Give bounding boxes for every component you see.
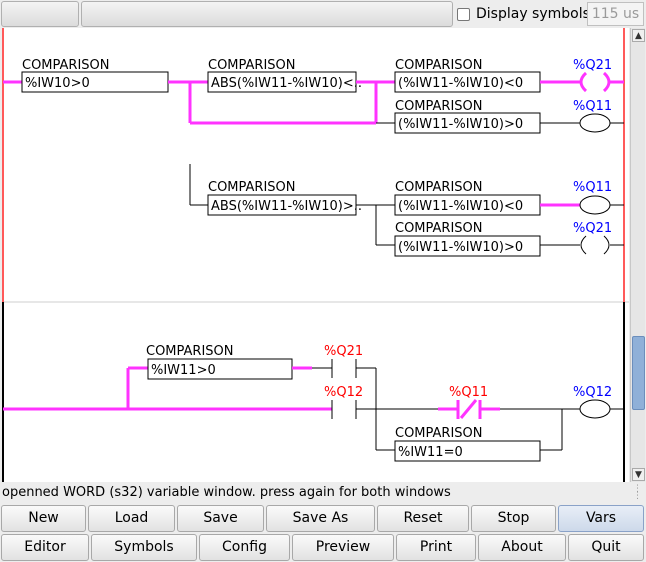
- scroll-up-arrow-icon[interactable]: ▲: [632, 29, 645, 42]
- contact-label: %Q21: [324, 344, 363, 359]
- new-button[interactable]: New: [1, 505, 86, 532]
- cmp-header: COMPARISON: [22, 58, 110, 73]
- scroll-down-arrow-icon[interactable]: ▼: [632, 468, 645, 481]
- cmp-header: COMPARISON: [395, 58, 483, 73]
- cmp-header: COMPARISON: [395, 99, 483, 114]
- editor-button[interactable]: Editor: [1, 534, 89, 561]
- quit-button[interactable]: Quit: [568, 534, 644, 561]
- display-symbols-checkbox[interactable]: [457, 7, 470, 21]
- cmp-expr: %IW11>0: [151, 363, 216, 378]
- coil-q11[interactable]: [579, 195, 611, 215]
- cmp-expr: (%IW11-%IW10)<0: [398, 76, 523, 91]
- preview-button[interactable]: Preview: [292, 534, 394, 561]
- vars-button[interactable]: Vars: [558, 505, 644, 532]
- vertical-scrollbar[interactable]: ▲ ▼: [630, 28, 645, 482]
- contact-label: %Q11: [449, 385, 488, 400]
- save-button[interactable]: Save: [177, 505, 264, 532]
- stop-button[interactable]: Stop: [471, 505, 556, 532]
- rung-1: COMPARISON %IW10>0 COMPARISON ABS(%IW11-…: [3, 58, 624, 134]
- cmp-expr: ABS(%IW11-%IW10)>..: [211, 199, 362, 214]
- coil-label: %Q11: [573, 180, 612, 195]
- display-symbols-label: Display symbols: [476, 6, 590, 22]
- cmp-header: COMPARISON: [146, 344, 234, 359]
- comparison-block-9[interactable]: [394, 440, 541, 462]
- save-as-button[interactable]: Save As: [266, 505, 375, 532]
- section-tab-2[interactable]: [81, 1, 453, 27]
- symbols-button[interactable]: Symbols: [91, 534, 197, 561]
- reset-button[interactable]: Reset: [377, 505, 469, 532]
- cmp-header: COMPARISON: [395, 180, 483, 195]
- load-button[interactable]: Load: [88, 505, 175, 532]
- config-button[interactable]: Config: [199, 534, 290, 561]
- cmp-expr: %IW11=0: [398, 445, 463, 460]
- cmp-header: COMPARISON: [208, 180, 296, 195]
- coil-label: %Q21: [573, 221, 612, 236]
- display-symbols-toggle[interactable]: Display symbols: [457, 5, 590, 23]
- rung-2: COMPARISON ABS(%IW11-%IW10)>.. COMPARISO…: [189, 164, 624, 257]
- comparison-block-7[interactable]: [394, 235, 541, 257]
- cmp-expr: (%IW11-%IW10)<0: [398, 199, 523, 214]
- cycle-time-display: 115 us: [587, 2, 644, 26]
- rung-3: COMPARISON %IW11>0 %Q21 %Q12 %Q11 COMPAR…: [3, 344, 624, 462]
- cmp-header: COMPARISON: [395, 221, 483, 236]
- cmp-expr: ABS(%IW11-%IW10)<..: [211, 76, 362, 91]
- section-tab-1[interactable]: [1, 1, 79, 27]
- coil-q21[interactable]: [580, 235, 610, 255]
- coil-label: %Q21: [573, 58, 612, 73]
- cmp-header: COMPARISON: [208, 58, 296, 73]
- coil-label: %Q12: [573, 385, 612, 400]
- cmp-header: COMPARISON: [395, 426, 483, 441]
- coil-q21[interactable]: [579, 71, 611, 93]
- coil-q12[interactable]: [579, 399, 611, 419]
- cmp-expr: (%IW11-%IW10)>0: [398, 240, 523, 255]
- cmp-expr: (%IW11-%IW10)>0: [398, 117, 523, 132]
- contact-label: %Q12: [324, 385, 363, 400]
- print-button[interactable]: Print: [396, 534, 476, 561]
- coil-label: %Q11: [573, 99, 612, 114]
- coil-q11[interactable]: [579, 113, 611, 133]
- resize-grip-icon[interactable]: ⋮⋮: [633, 484, 642, 501]
- cmp-expr: %IW10>0: [25, 76, 90, 91]
- status-message: openned WORD (s32) variable window. pres…: [2, 485, 451, 500]
- about-button[interactable]: About: [478, 534, 566, 561]
- ladder-diagram[interactable]: COMPARISON %IW10>0 COMPARISON ABS(%IW11-…: [2, 28, 629, 482]
- scrollbar-thumb[interactable]: [632, 336, 645, 410]
